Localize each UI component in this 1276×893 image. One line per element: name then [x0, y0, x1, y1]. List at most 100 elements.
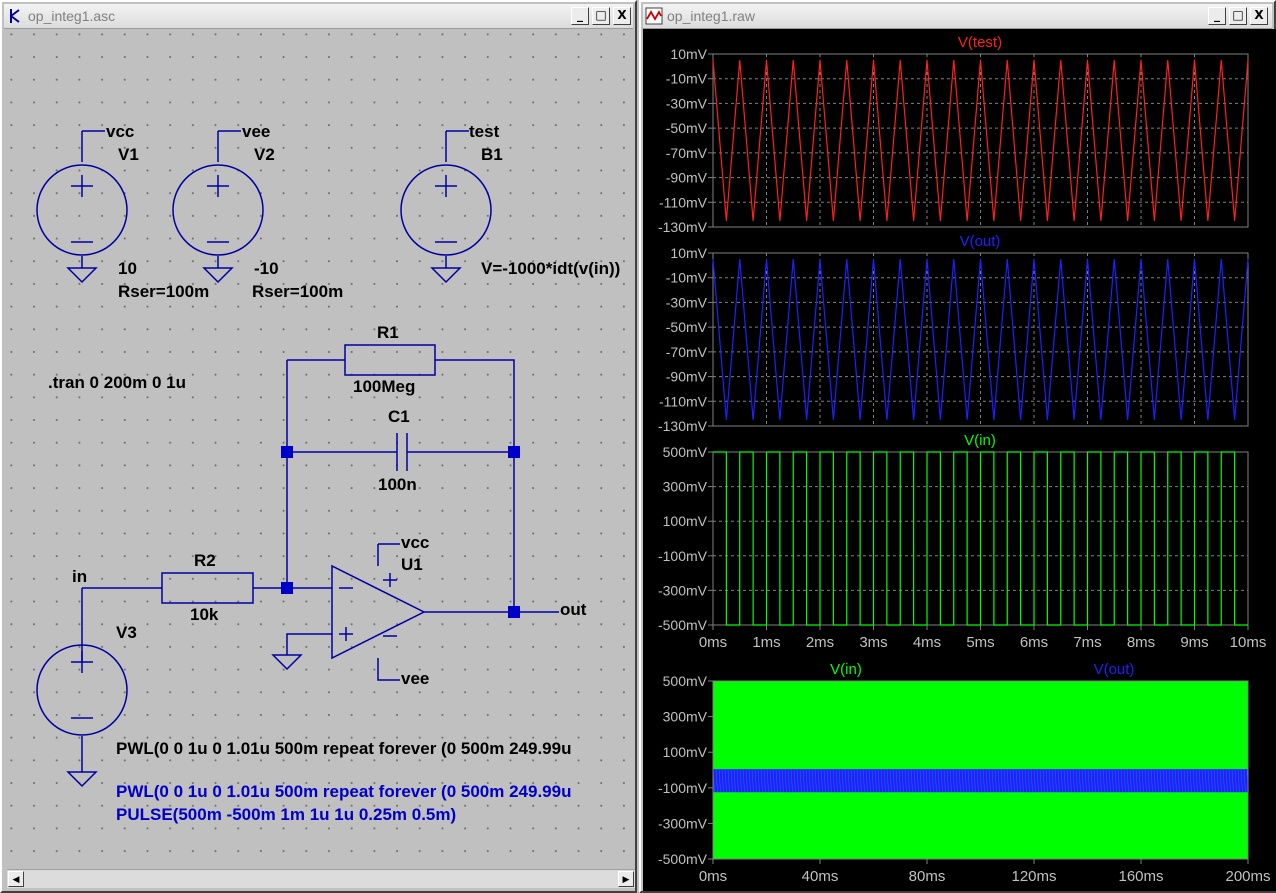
v-out-band-texture [940, 769, 943, 793]
v-out-band-texture [1150, 769, 1153, 793]
v-out-band-texture [880, 769, 883, 793]
close-button[interactable]: X [1250, 7, 1268, 25]
x-tick-label: 1ms [752, 634, 780, 651]
v-out-band-texture [754, 769, 757, 793]
x-tick-label: 200ms [1225, 868, 1270, 885]
r2-value-label: 10k [190, 605, 219, 624]
maximize-button[interactable]: □ [592, 7, 610, 25]
v-out-band-texture [1225, 769, 1228, 793]
v-out-band-texture [1009, 769, 1012, 793]
y-tick-label: 300mV [663, 709, 708, 725]
overview-v-out-band [712, 769, 1249, 793]
v-out-band-texture [1198, 769, 1201, 793]
v3-pulse-comment[interactable]: PULSE(500m -500m 1m 1u 1u 0.25m 0.5m) [116, 805, 457, 824]
v-out-band-texture [835, 769, 838, 793]
v-out-band-texture [901, 769, 904, 793]
v-out-band-texture [973, 769, 976, 793]
v-out-band-texture [949, 769, 952, 793]
v-out-band-texture [814, 769, 817, 793]
v-out-band-texture [775, 769, 778, 793]
minimize-button[interactable]: _ [571, 7, 589, 25]
b1-ref-label: B1 [481, 145, 503, 164]
v-out-band-texture [1204, 769, 1207, 793]
v-out-band-texture [1123, 769, 1126, 793]
schematic-title: op_integ1.asc [28, 8, 116, 24]
v-out-band-texture [1099, 769, 1102, 793]
v-out-band-texture [844, 769, 847, 793]
schematic-drawing [36, 130, 559, 788]
v-out-band-texture [916, 769, 919, 793]
schematic-titlebar[interactable]: op_integ1.asc _ □ X [4, 4, 633, 29]
pane-v-out-grid [713, 253, 1248, 426]
v-out-band-texture [907, 769, 910, 793]
v-out-band-texture [895, 769, 898, 793]
scroll-right-icon[interactable]: ▶ [618, 871, 634, 887]
pane-overview[interactable]: V(in) V(out) 500mV300mV100mV-100mV-300mV… [658, 661, 1271, 885]
u1-vcc-label: vcc [401, 533, 430, 552]
v-out-band-texture [922, 769, 925, 793]
v-out-band-texture [1018, 769, 1021, 793]
y-tick-label: -500mV [658, 617, 708, 633]
y-tick-label: -70mV [666, 145, 708, 161]
scroll-left-icon[interactable]: ◀ [8, 871, 24, 887]
v-out-band-texture [1147, 769, 1150, 793]
pane-v-test[interactable]: V(test) 10mV-10mV-30mV-50mV-70mV-90mV-11… [658, 34, 1249, 235]
schematic-horizontal-scrollbar[interactable]: ◀ ▶ [7, 869, 635, 888]
x-tick-label: 120ms [1011, 868, 1056, 885]
maximize-button[interactable]: □ [1229, 7, 1247, 25]
v-out-band-texture [1165, 769, 1168, 793]
v-out-band-texture [1234, 769, 1237, 793]
schematic-window[interactable]: op_integ1.asc _ □ X [0, 0, 637, 893]
v-out-band-texture [871, 769, 874, 793]
v-out-band-texture [1222, 769, 1225, 793]
tran-directive[interactable]: .tran 0 200m 0 1u [48, 373, 186, 392]
v-out-band-texture [868, 769, 871, 793]
v-out-band-texture [1138, 769, 1141, 793]
v-out-band-texture [1075, 769, 1078, 793]
v-out-band-texture [757, 769, 760, 793]
pane-v-in-title[interactable]: V(in) [964, 432, 996, 449]
minimize-button[interactable]: _ [1208, 7, 1226, 25]
v-out-band-texture [787, 769, 790, 793]
v3-pwl-comment[interactable]: PWL(0 0 1u 0 1.01u 500m repeat forever (… [116, 782, 572, 801]
pane-v-out-title[interactable]: V(out) [960, 233, 1001, 250]
v-out-band-texture [1219, 769, 1222, 793]
v-out-band-texture [1201, 769, 1204, 793]
pane-v-out-y-ticks: 10mV-10mV-30mV-50mV-70mV-90mV-110mV-130m… [658, 245, 713, 434]
close-button[interactable]: X [613, 7, 631, 25]
v-out-band-texture [769, 769, 772, 793]
v-out-band-texture [1069, 769, 1072, 793]
v-out-band-texture [913, 769, 916, 793]
overview-legend-v-out[interactable]: V(out) [1094, 661, 1135, 678]
v-out-band-texture [991, 769, 994, 793]
v-out-band-texture [1114, 769, 1117, 793]
y-tick-label: 100mV [663, 744, 708, 760]
v-out-band-texture [1210, 769, 1213, 793]
v-out-band-texture [727, 769, 730, 793]
v-out-band-texture [859, 769, 862, 793]
y-tick-label: -10mV [666, 71, 708, 87]
waveform-window[interactable]: op_integ1.raw _ □ X V(test) 10mV-10mV-30… [639, 0, 1276, 893]
out-net-label: out [560, 600, 587, 619]
v-out-band-texture [970, 769, 973, 793]
waveform-titlebar[interactable]: op_integ1.raw _ □ X [643, 4, 1272, 29]
v3-pwl-label[interactable]: PWL(0 0 1u 0 1.01u 500m repeat forever (… [116, 739, 572, 758]
waveform-plot-area[interactable]: V(test) 10mV-10mV-30mV-50mV-70mV-90mV-11… [643, 29, 1276, 891]
schematic-canvas[interactable]: vcc V1 10 Rser=100m vee V2 -10 Rser=100m… [7, 30, 635, 868]
v-out-band-texture [946, 769, 949, 793]
y-tick-label: -500mV [658, 851, 708, 867]
pane-v-in[interactable]: V(in) 500mV300mV100mV-100mV-300mV-500mV … [658, 432, 1266, 651]
pane-v-out[interactable]: V(out) 10mV-10mV-30mV-50mV-70mV-90mV-110… [658, 233, 1249, 434]
v-out-band-texture [883, 769, 886, 793]
v-out-band-texture [964, 769, 967, 793]
v-out-band-texture [1057, 769, 1060, 793]
pane-v-test-title[interactable]: V(test) [958, 34, 1002, 51]
v-out-band-texture [781, 769, 784, 793]
v-out-band-texture [1051, 769, 1054, 793]
v-out-band-texture [1156, 769, 1159, 793]
overview-legend-v-in[interactable]: V(in) [830, 661, 862, 678]
v-out-band-texture [1240, 769, 1243, 793]
v-out-band-texture [790, 769, 793, 793]
